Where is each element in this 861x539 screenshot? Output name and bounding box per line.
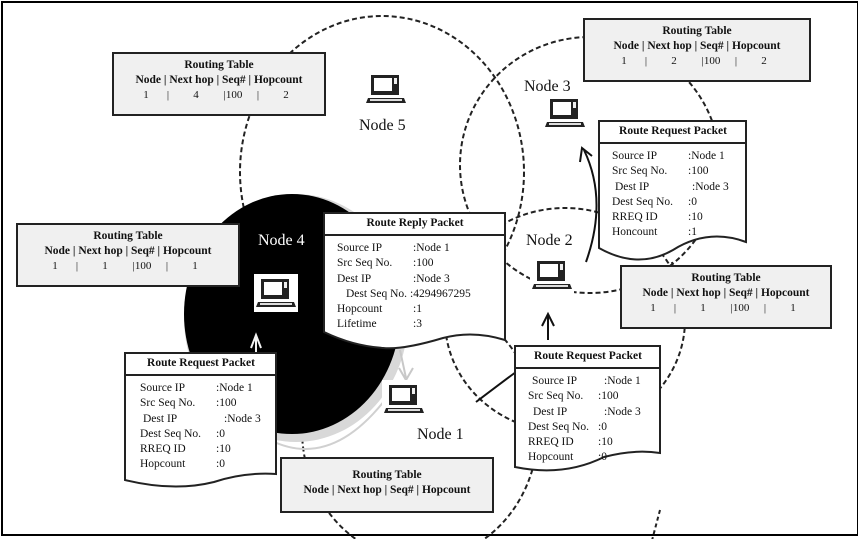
routing-table-header: Node | Next hop | Seq# | Hopcount [642,287,810,299]
routing-table-row: 1 | 2 |100 | 2 [585,54,809,69]
routing-table-title: Routing Table [184,59,254,71]
cell-next-hop: 2 [671,55,677,67]
cell-sep: | [734,55,738,67]
route-request-packet-node4: Route Request Packet Source IP:Node 1 Sr… [124,352,278,490]
node-1-laptop-icon[interactable] [382,380,426,418]
arrow-to-node2 [541,311,555,340]
packet-field: RREQ ID:10 [612,211,703,224]
routing-table-node5: Routing Table Node | Next hop | Seq# | H… [112,52,326,116]
cell-seq: |100 [701,55,721,67]
packet-field: Lifetime:3 [337,318,422,331]
cell-hopcount: 2 [283,89,289,101]
packet-field: RREQ ID:10 [528,436,613,449]
node-5-laptop-icon[interactable] [364,70,408,108]
packet-outline [124,352,277,488]
routing-table-header: Node | Next hop | Seq# | Hopcount [135,74,303,86]
cell-seq: |100 [132,260,152,272]
cell-sep: | [763,302,767,314]
connector-rt2b [651,509,661,539]
packet-field: Source IP:Node 1 [337,242,450,255]
packet-field: Dest IP:Node 3 [337,272,450,285]
arrow-node2-to-node3 [579,146,598,263]
cell-seq: |100 [223,89,243,101]
routing-table-row: 1 | 1 |100 | 1 [622,301,830,316]
routing-table-header: Node | Next hop | Seq# | Hopcount [613,40,781,52]
cell-node: 1 [650,302,656,314]
packet-outline [598,120,747,261]
routing-table-row: 1 | 4 |100 | 2 [114,88,324,103]
node-5-label: Node 5 [359,117,406,134]
cell-node: 1 [143,89,149,101]
cell-sep: | [166,89,170,101]
packet-field: Dest IP:Node 3 [533,405,641,418]
packet-title: Route Reply Packet [325,212,505,237]
packet-outline [323,212,506,350]
packet-field: RREQ ID:10 [140,443,231,456]
packet-field: Source IP:Node 1 [140,382,253,395]
packet-field: Dest Seq No.:0 [528,420,607,433]
cell-hopcount: 2 [761,55,767,67]
packet-field: Honcount:1 [612,226,697,239]
routing-table-title: Routing Table [662,25,732,37]
cell-hopcount: 1 [790,302,796,314]
packet-field: Dest IP:Node 3 [615,180,729,193]
cell-next-hop: 1 [102,260,108,272]
packet-field: Src Seq No.:100 [528,390,619,403]
packet-field: Dest Seq No.:0 [140,427,225,440]
packet-field: Source IP:Node 1 [612,150,725,163]
node-1-label: Node 1 [417,426,464,443]
packet-outline [514,345,661,472]
packet-title: Route Request Packet [600,120,746,145]
reply-arc [269,399,386,450]
arrow-node1-to-node2 [475,371,517,403]
node-4-laptop-icon[interactable] [254,274,298,312]
packet-title: Route Request Packet [516,345,660,370]
routing-table-title: Routing Table [93,230,163,242]
cell-node: 1 [621,55,627,67]
cell-sep: | [256,89,260,101]
routing-table-header: Node | Next hop | Seq# | Hopcount [44,245,212,257]
routing-table-title: Routing Table [691,272,761,284]
packet-field: Hopcount:0 [140,458,225,471]
routing-table-header: Node | Next hop | Seq# | Hopcount [303,484,471,496]
cell-sep: | [165,260,169,272]
packet-field: Source IP:Node 1 [532,375,641,388]
cell-sep: | [75,260,79,272]
packet-field: Src Seq No.:100 [337,257,434,270]
cell-seq: |100 [730,302,750,314]
packet-field: Hopcount:1 [337,303,422,316]
cell-sep: | [644,55,648,67]
cell-hopcount: 1 [192,260,198,272]
node-4-label: Node 4 [258,232,305,249]
route-request-packet-node3: Route Request Packet Source IP:Node 1 Sr… [598,120,748,268]
packet-field: Src Seq No.:100 [140,397,237,410]
cell-sep: | [673,302,677,314]
route-request-packet-node2: Route Request Packet Source IP:Node 1 Sr… [514,345,662,485]
routing-table-row: 1 | 1 |100 | 1 [18,259,238,274]
packet-title: Route Request Packet [126,352,276,377]
routing-table-title: Routing Table [352,469,422,481]
cell-node: 1 [52,260,58,272]
packet-field: Src Seq No.:100 [612,165,709,178]
packet-field: Dest Seq No.:4294967295 [346,287,471,300]
packet-field: Dest Seq No.:0 [612,195,697,208]
routing-table-node3: Routing Table Node | Next hop | Seq# | H… [583,18,811,82]
routing-table-node1: Routing Table Node | Next hop | Seq# | H… [280,457,494,513]
node-3-laptop-icon[interactable] [543,94,587,132]
cell-next-hop: 1 [700,302,706,314]
node-2-label: Node 2 [526,232,573,249]
node-3-label: Node 3 [524,78,571,95]
packet-field: Dest IP:Node 3 [143,412,261,425]
route-reply-packet: Route Reply Packet Source IP:Node 1 Src … [323,212,507,357]
node-2-laptop-icon[interactable] [530,256,574,294]
cell-next-hop: 4 [193,89,199,101]
routing-table-node4: Routing Table Node | Next hop | Seq# | H… [16,223,240,287]
routing-table-node2: Routing Table Node | Next hop | Seq# | H… [620,265,832,329]
packet-field: Hopcount:0 [528,451,607,464]
